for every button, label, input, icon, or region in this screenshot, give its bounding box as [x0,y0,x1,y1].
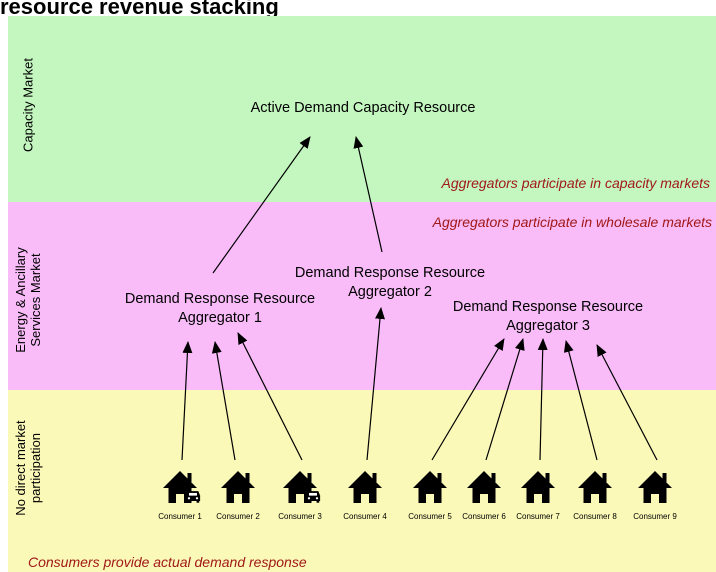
consumer-label: Consumer 4 [343,512,387,521]
arrow-consumer-8-to-agg3 [563,340,598,461]
house-icon [521,471,555,503]
house-icon [578,471,612,503]
aggregator-3-line2: Aggregator 3 [506,318,590,334]
arrow-consumer-4-to-agg2 [366,307,385,461]
aggregator-1-node: Demand Response Resource Aggregator 1 [125,290,315,328]
house-icon [413,471,447,503]
arrow-layer [181,136,658,461]
consumer-label: Consumer 6 [462,512,506,521]
consumer-label: Consumer 5 [408,512,452,521]
house-icon [348,471,382,503]
aggregator-2-line2: Aggregator 2 [348,284,432,300]
consumer-label: Consumer 3 [278,512,322,521]
car-icon [185,491,201,503]
aggregator-2-line1: Demand Response Resource [294,265,486,281]
arrow-aggregator-2-to-capacity [353,136,383,253]
capacity-market-band [8,16,716,202]
capacity-resource-node: Active Demand Capacity Resource [250,100,476,116]
aggregator-3-node: Demand Response Resource Aggregator 3 [453,298,643,336]
arrow-aggregator-1-to-capacity [212,136,311,274]
consumer-label: Consumer 1 [158,512,202,521]
aggregator-1-line1: Demand Response Resource [124,291,316,307]
house-icon [638,471,672,503]
consumer-label: Consumer 8 [573,512,617,521]
aggregator-2-node: Demand Response Resource Aggregator 2 [295,264,485,302]
consumer-label: Consumer 2 [216,512,260,521]
energy-market-band [8,202,716,390]
consumers-note: Consumers provide actual demand response [28,554,307,570]
consumer-label: Consumer 7 [516,512,560,521]
arrow-consumer-7-to-agg3 [537,338,548,461]
aggregator-1-line2: Aggregator 1 [178,310,262,326]
house-icon [221,471,255,503]
arrow-consumer-2-to-agg1 [211,341,236,461]
arrow-consumer-5-to-agg3 [431,338,505,461]
arrow-consumer-3-to-agg1 [237,332,303,461]
arrow-consumer-9-to-agg3 [596,344,658,461]
icon-layer [163,471,672,503]
diagram-title: resource revenue stacking [0,0,279,19]
arrow-consumer-1-to-agg1 [181,341,193,461]
house-icon [467,471,501,503]
arrow-consumer-6-to-agg3 [485,338,525,461]
aggregator-3-line1: Demand Response Resource [452,299,644,315]
consumer-label: Consumer 9 [633,512,677,521]
capacity-note: Aggregators participate in capacity mark… [441,175,710,191]
wholesale-note: Aggregators participate in wholesale mar… [432,214,712,230]
car-icon [305,491,321,503]
